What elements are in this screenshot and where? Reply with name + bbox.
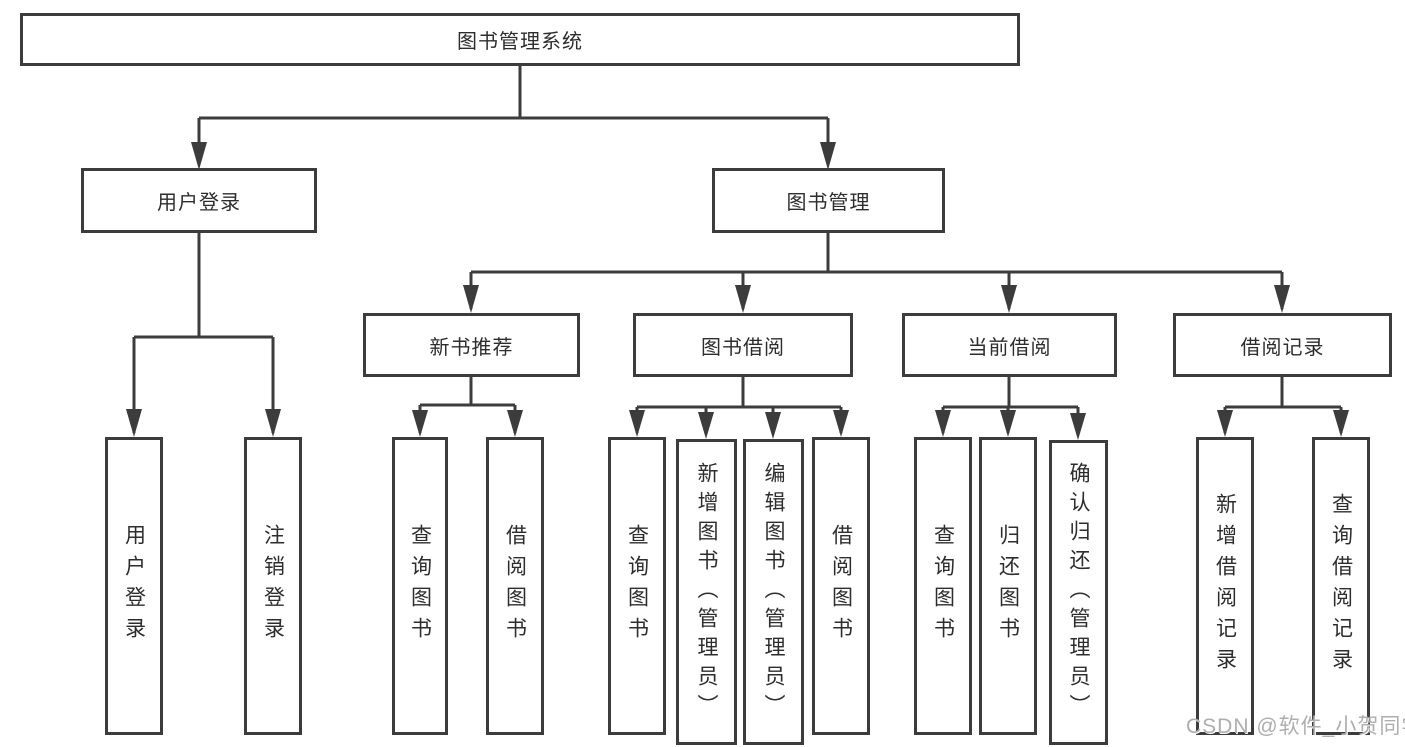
leaf-add-book-admin: 新增图书（管理员）: [676, 439, 737, 745]
leaf-return-book: 归还图书: [979, 437, 1037, 735]
leaf-borrow-book-recommend: 借阅图书: [486, 437, 544, 735]
leaf-query-current-borrow: 查询图书: [914, 437, 972, 735]
node-user-login: 用户登录: [81, 168, 317, 233]
leaf-query-borrow-record: 查询借阅记录: [1312, 437, 1370, 735]
leaf-add-borrow-record: 新增借阅记录: [1196, 437, 1254, 735]
leaf-user-login: 用户登录: [105, 437, 163, 735]
leaf-query-book-recommend: 查询图书: [392, 437, 448, 735]
node-current-borrow: 当前借阅: [902, 313, 1117, 377]
node-new-book-recommend: 新书推荐: [363, 313, 580, 377]
leaf-edit-book-admin: 编辑图书（管理员）: [743, 439, 804, 745]
node-book-borrow: 图书借阅: [633, 313, 853, 377]
leaf-confirm-return-admin: 确认归还（管理员）: [1049, 440, 1108, 745]
node-book-management: 图书管理: [712, 168, 945, 233]
node-borrow-record: 借阅记录: [1173, 313, 1392, 377]
leaf-borrow-book: 借阅图书: [812, 437, 870, 735]
leaf-query-book-borrow: 查询图书: [608, 437, 666, 735]
node-root-library-system: 图书管理系统: [20, 13, 1020, 66]
csdn-watermark: CSDN @软件_小贺同学: [1186, 715, 1405, 738]
leaf-logout: 注销登录: [244, 437, 302, 735]
